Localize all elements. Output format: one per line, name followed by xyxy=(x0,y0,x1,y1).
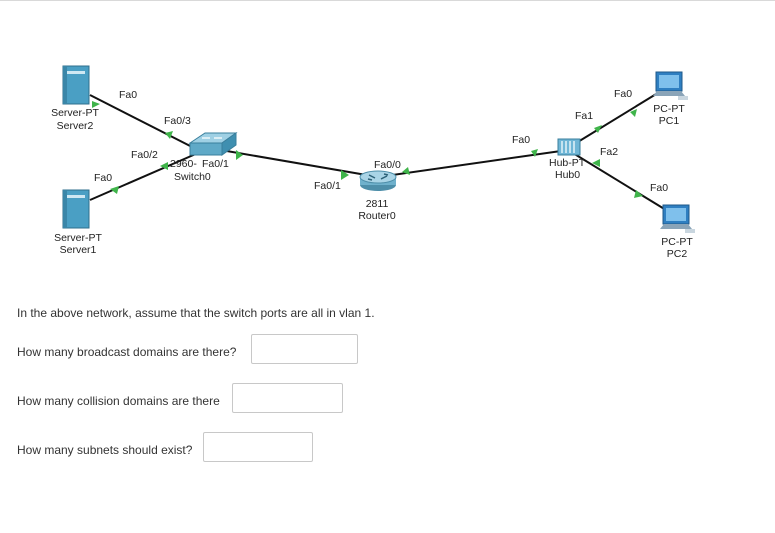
broadcast-domains-input[interactable] xyxy=(251,334,358,364)
top-divider xyxy=(0,0,775,1)
port-status-switch-fa0-3 xyxy=(165,131,173,139)
port-status-router-fa0-0 xyxy=(402,167,410,175)
server1-type-label: Server-PT xyxy=(54,232,102,244)
switch-icon[interactable] xyxy=(188,132,238,156)
question-collision-domains: How many collision domains are there xyxy=(17,394,220,408)
server1-name-label: Server1 xyxy=(59,244,97,256)
port-label-switch-fa0-2: Fa0/2 xyxy=(131,149,158,161)
link-switch-router xyxy=(214,148,379,178)
port-status-server1 xyxy=(110,186,119,194)
pc2-name-label: PC2 xyxy=(666,248,688,260)
topology-canvas xyxy=(62,65,695,233)
port-label-hub-fa2: Fa2 xyxy=(600,146,619,158)
port-label-server2-fa0: Fa0 xyxy=(119,89,138,101)
port-label-router-fa0-1: Fa0/1 xyxy=(314,180,341,192)
port-label-pc1-fa0: Fa0 xyxy=(614,88,633,100)
port-status-hub-fa0 xyxy=(531,149,538,157)
link-router-hub xyxy=(377,149,569,178)
hub-type-label: Hub-PT xyxy=(549,157,586,169)
hub-icon[interactable] xyxy=(557,138,581,156)
subnets-input[interactable] xyxy=(203,432,313,462)
port-status-pc1 xyxy=(630,109,637,117)
pc-icon[interactable] xyxy=(660,204,695,233)
server2-type-label: Server-PT xyxy=(51,107,99,119)
server-icon[interactable] xyxy=(62,65,90,105)
pc1-type-label: PC-PT xyxy=(653,103,685,115)
question-subnets: How many subnets should exist? xyxy=(17,443,193,457)
port-status-hub-fa1 xyxy=(594,125,602,133)
port-status-router-fa0-1 xyxy=(341,170,349,180)
port-status-pc2 xyxy=(634,190,643,198)
switch-name-label: Switch0 xyxy=(174,171,211,183)
port-status-switch-fa0-2 xyxy=(160,162,168,170)
network-topology-diagram: Server-PT Server2 Server-PT Server1 2960… xyxy=(51,65,695,260)
link-server2-switch xyxy=(89,94,199,151)
pc1-name-label: PC1 xyxy=(658,115,680,127)
pc-icon[interactable] xyxy=(653,71,688,100)
port-label-switch-fa0-1: Fa0/1 xyxy=(202,158,229,170)
port-label-hub-fa1: Fa1 xyxy=(575,110,594,122)
router-name-label: Router0 xyxy=(358,210,396,222)
port-status-hub-fa2 xyxy=(592,159,600,167)
port-label-switch-fa0-3: Fa0/3 xyxy=(164,115,191,127)
server-icon[interactable] xyxy=(62,189,90,229)
question-intro: In the above network, assume that the sw… xyxy=(17,306,375,320)
port-label-hub-fa0: Fa0 xyxy=(512,134,531,146)
router-icon[interactable] xyxy=(359,170,397,191)
port-status-server2 xyxy=(92,101,100,108)
link-hub-pc2 xyxy=(567,149,667,211)
port-label-pc2-fa0: Fa0 xyxy=(650,182,669,194)
port-status-switch-fa0-1 xyxy=(236,150,243,160)
router-type-label: 2811 xyxy=(365,198,389,210)
collision-domains-input[interactable] xyxy=(232,383,343,413)
question-broadcast-domains: How many broadcast domains are there? xyxy=(17,345,237,359)
port-label-server1-fa0: Fa0 xyxy=(94,172,113,184)
server2-name-label: Server2 xyxy=(56,120,94,132)
pc2-type-label: PC-PT xyxy=(661,236,693,248)
link-hub-pc1 xyxy=(567,87,667,149)
link-server1-switch xyxy=(89,152,199,201)
port-label-router-fa0-0: Fa0/0 xyxy=(374,159,401,171)
hub-name-label: Hub0 xyxy=(555,169,581,181)
switch-type-label: 2960- xyxy=(170,158,197,170)
